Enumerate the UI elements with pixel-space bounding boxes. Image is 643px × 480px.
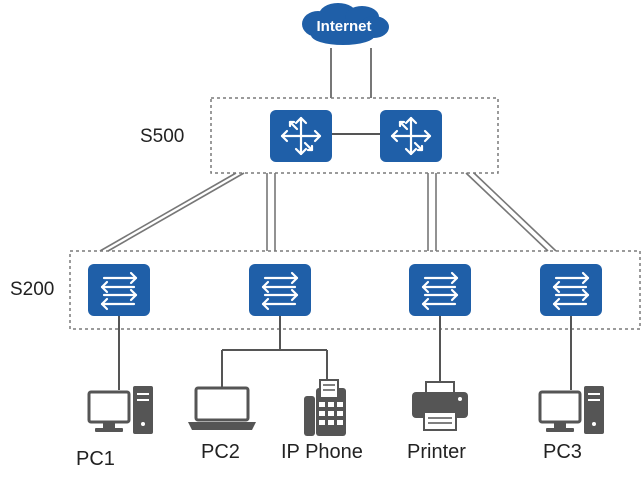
- pc2-laptop-icon: [188, 386, 256, 430]
- core-switch-2: [378, 108, 444, 164]
- pc1-desktop-icon: [87, 384, 155, 436]
- pc3-desktop-icon: [538, 384, 606, 436]
- pc2-label: PC2: [201, 441, 240, 463]
- device-links: [118, 316, 572, 390]
- pc3-label: PC3: [543, 441, 582, 463]
- core-group-label: S500: [140, 126, 184, 147]
- access-group-label: S200: [10, 279, 54, 300]
- printer-icon: [412, 381, 468, 431]
- printer-label: Printer: [407, 441, 466, 463]
- access-switch-1: [86, 262, 152, 318]
- core-switch-1: [268, 108, 334, 164]
- internet-uplinks: [330, 48, 372, 98]
- cloud-icon: [302, 3, 389, 45]
- pc1-label: PC1: [76, 448, 115, 470]
- ip-phone-icon: [304, 379, 346, 436]
- access-switch-4: [538, 262, 604, 318]
- ip-phone-label: IP Phone: [281, 441, 363, 463]
- access-switch-3: [407, 262, 473, 318]
- aggregation-links: [99, 172, 557, 252]
- access-group-box: [69, 250, 641, 330]
- core-group-box: [210, 97, 499, 174]
- access-switch-2: [247, 262, 313, 318]
- internet-label: Internet: [316, 18, 371, 35]
- internet-cloud: Internet: [302, 3, 389, 45]
